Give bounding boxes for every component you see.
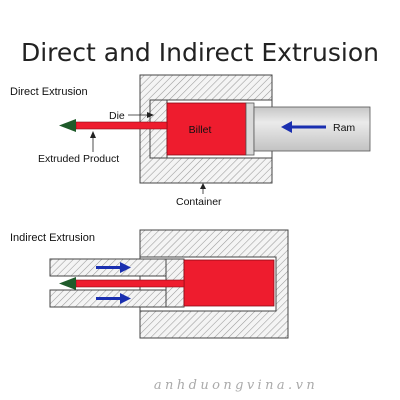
product-leader-arrow [90,131,96,138]
indirect-arrow-lower-head [120,293,131,304]
direct-extruded-product [75,121,168,130]
page-title: Direct and Indirect Extrusion [21,38,379,67]
indirect-billet [183,259,275,307]
indirect-extruded-product [75,279,185,288]
indirect-exit-arrow [59,277,76,290]
direct-exit-arrow [59,119,76,132]
label-extruded-product: Extruded Product [38,153,119,165]
section-label-indirect: Indirect Extrusion [10,232,95,244]
label-billet: Billet [189,124,212,136]
direct-ram [253,106,371,152]
label-ram: Ram [333,122,355,134]
label-container: Container [176,196,222,208]
ram-arrow-head [281,121,292,133]
label-die: Die [109,110,125,122]
container-leader-arrow [200,183,206,189]
die-leader-arrow [147,112,154,118]
direct-dummy-block [245,102,255,156]
direct-billet [166,102,247,156]
indirect-arrow-upper-head [120,262,131,273]
watermark: anhduongvina.vn [154,378,318,393]
section-label-direct: Direct Extrusion [10,86,88,98]
